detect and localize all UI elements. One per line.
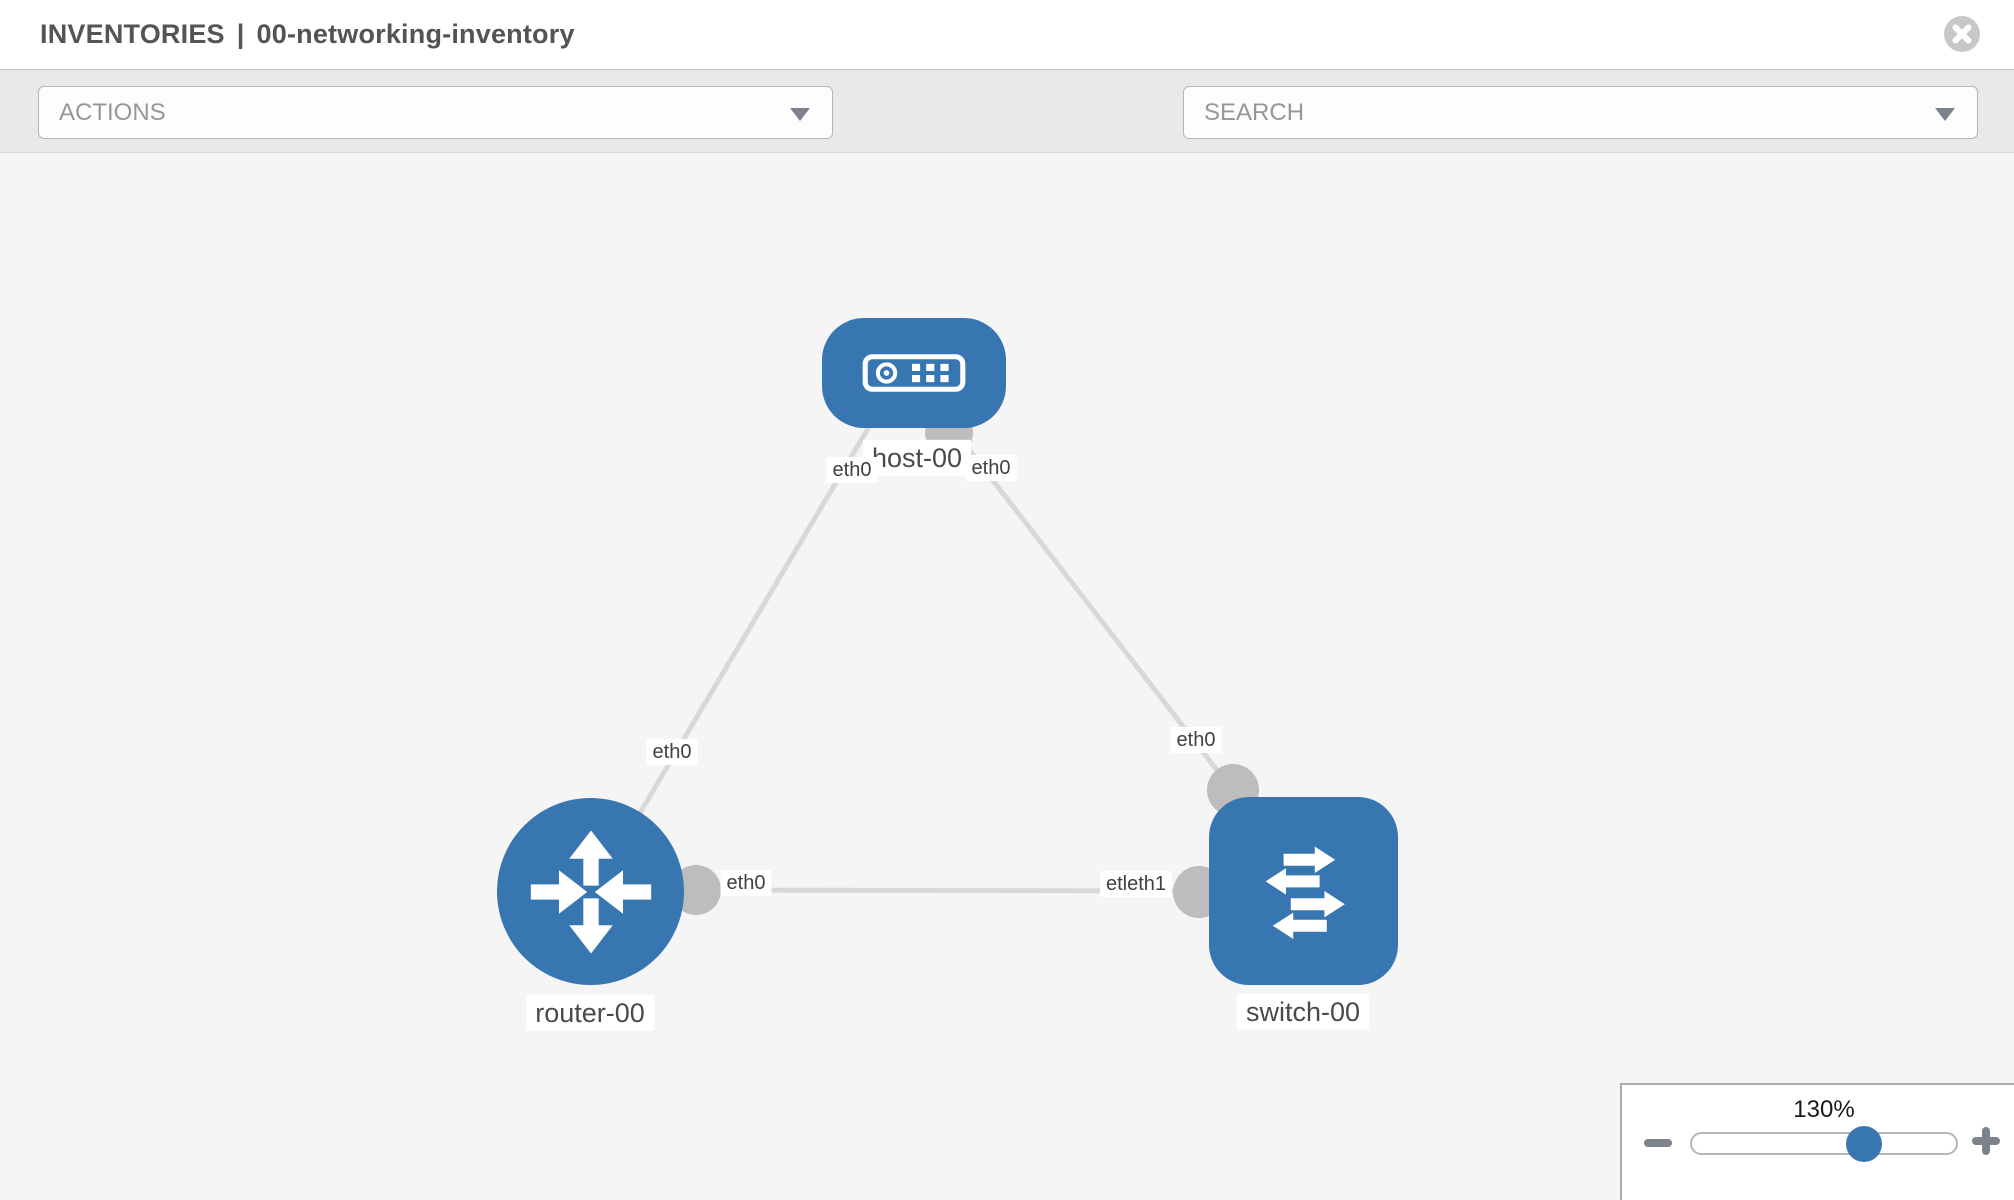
node-label-router: router-00: [526, 994, 654, 1032]
node-host-00[interactable]: [822, 318, 1006, 428]
zoom-slider-knob[interactable]: [1846, 1126, 1882, 1162]
close-button[interactable]: [1943, 15, 1981, 53]
panel-header: INVENTORIES | 00-networking-inventory: [0, 0, 2014, 69]
zoom-out-button[interactable]: [1640, 1125, 1676, 1161]
node-router-00[interactable]: [497, 798, 684, 985]
interface-label: eth0: [826, 457, 878, 483]
node-switch-00[interactable]: [1209, 797, 1398, 985]
title-separator: |: [236, 19, 245, 49]
actions-dropdown[interactable]: ACTIONS: [38, 86, 833, 139]
page-title: INVENTORIES | 00-networking-inventory: [40, 0, 575, 69]
interface-label: eth0: [646, 739, 698, 765]
zoom-level-value: 130%: [1793, 1096, 1855, 1123]
interface-label: eth0: [1170, 727, 1222, 753]
interface-label: eth0: [965, 455, 1017, 481]
node-label-switch: switch-00: [1236, 993, 1370, 1031]
server-icon: [862, 354, 966, 392]
chevron-down-icon: [790, 108, 810, 121]
breadcrumb-inventories: INVENTORIES: [40, 19, 225, 49]
toolbar: ACTIONS SEARCH: [0, 69, 2014, 208]
plus-icon: [1982, 1127, 1990, 1155]
search-dropdown[interactable]: SEARCH: [1183, 86, 1978, 139]
node-label-host: host-00: [862, 439, 972, 477]
interface-label: eth0: [720, 870, 772, 896]
links-layer: [612, 409, 1259, 918]
zoom-in-button[interactable]: [1968, 1123, 2004, 1159]
zoom-slider-track[interactable]: [1690, 1132, 1958, 1155]
close-icon: [1944, 16, 1980, 52]
actions-dropdown-label: ACTIONS: [59, 98, 166, 126]
switch-arrows-icon: [1265, 846, 1345, 939]
chevron-down-icon: [1935, 108, 1955, 121]
inventory-name: 00-networking-inventory: [256, 19, 575, 49]
interface-label: etleth1: [1099, 871, 1173, 897]
topology-canvas[interactable]: host-00 router-00 switch-00 eth0 eth0 et…: [0, 153, 2014, 1200]
router-arrows-icon: [530, 830, 651, 953]
minus-icon: [1644, 1139, 1672, 1147]
search-placeholder: SEARCH: [1204, 98, 1305, 126]
